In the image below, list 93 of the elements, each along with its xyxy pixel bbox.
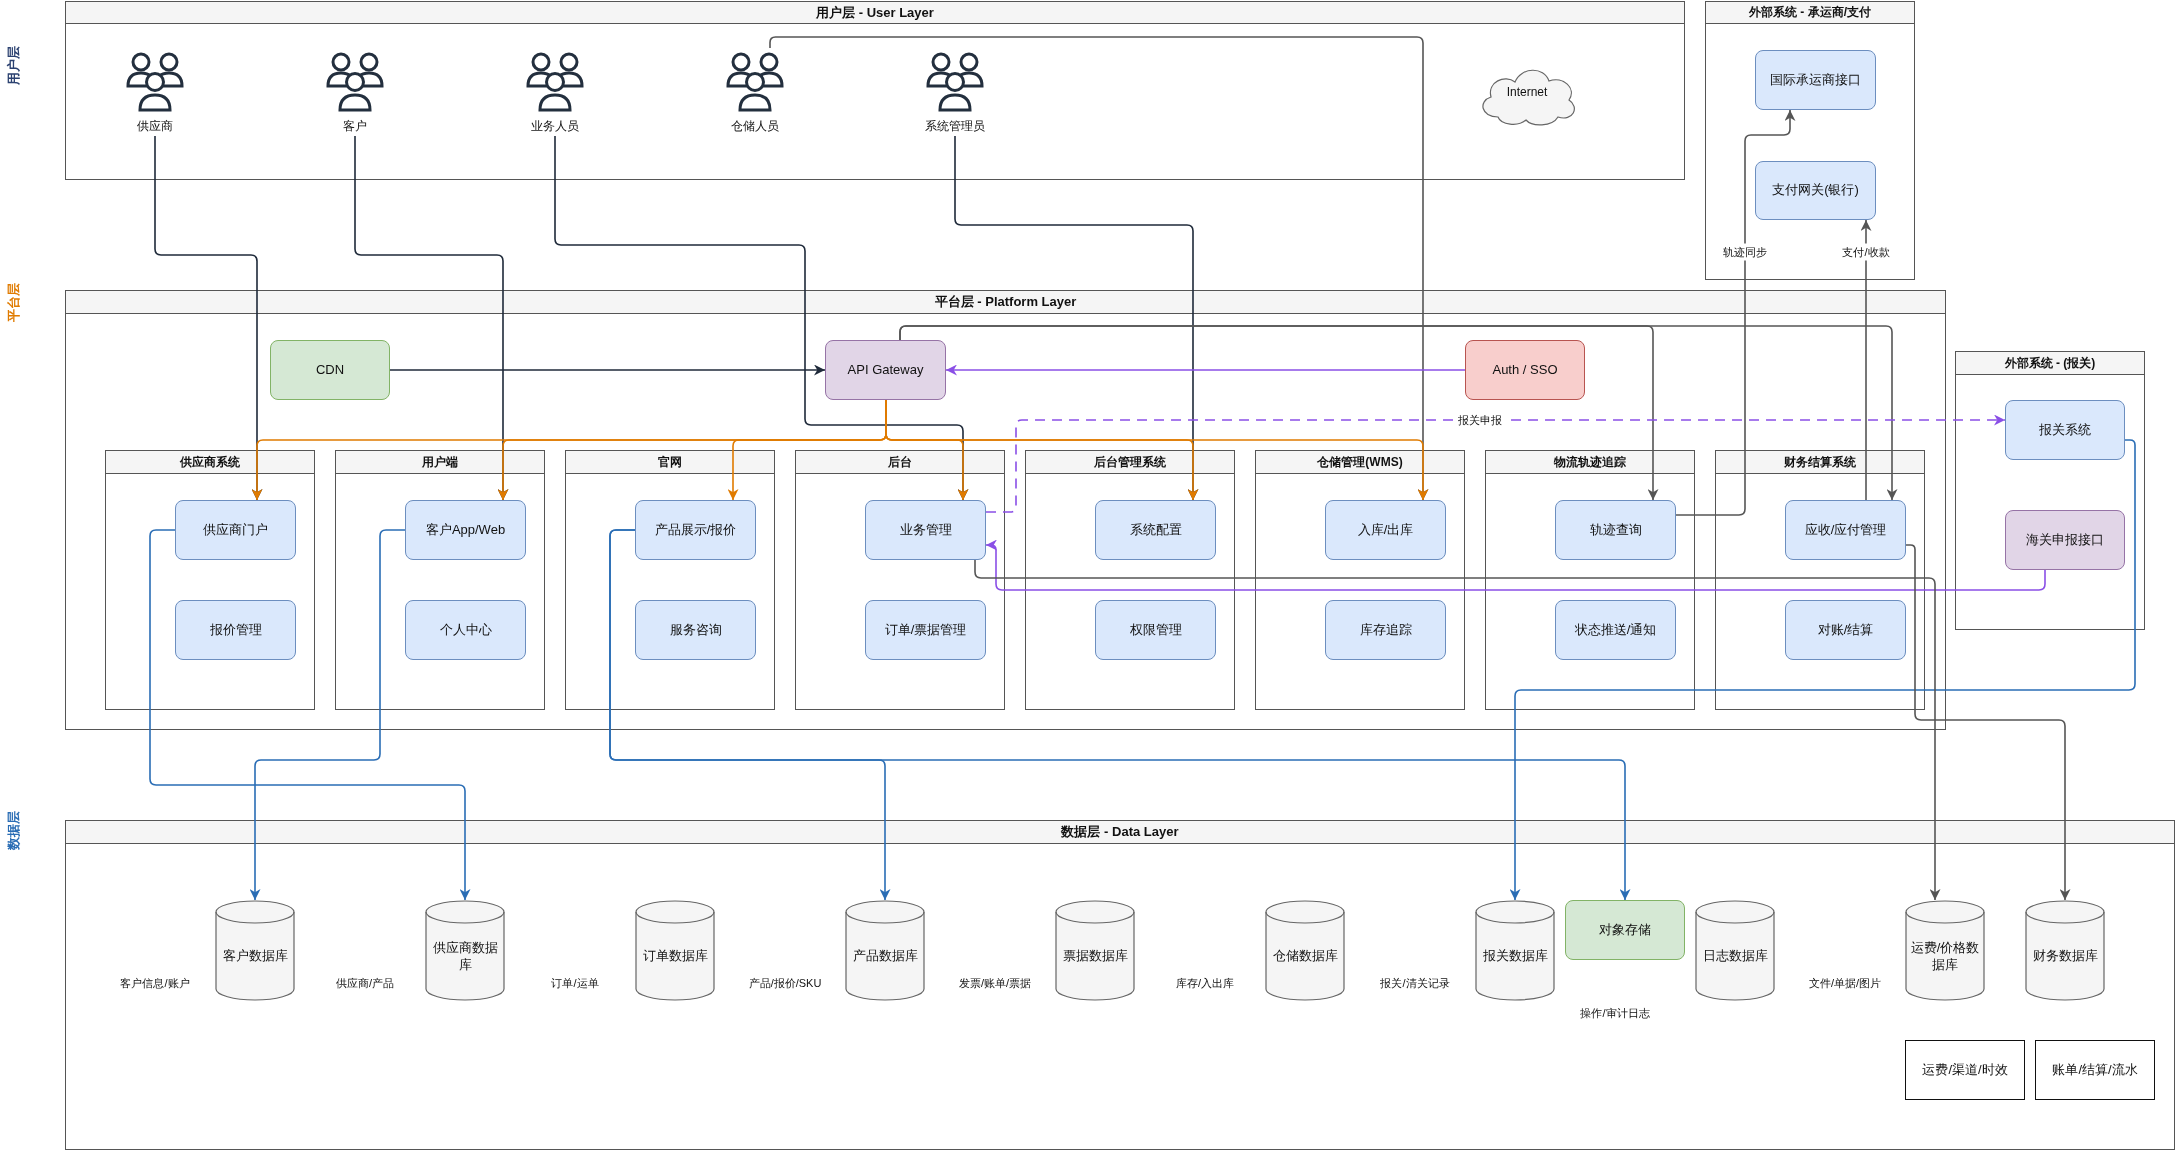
- layer-panel: [65, 820, 2175, 1150]
- annotation-text: 报关/清关记录: [1380, 975, 1450, 991]
- arrow: [1905, 544, 2071, 901]
- arrow: [1675, 109, 1796, 516]
- person-label: 仓储人员: [730, 118, 780, 135]
- panel-header: 仓储管理(WMS): [1256, 451, 1464, 474]
- module-panel: [795, 450, 1005, 710]
- person-label: 客户: [342, 118, 368, 135]
- panel-header: 外部系统 - 承运商/支付: [1706, 2, 1914, 24]
- service-box: Auth / SSO: [1465, 340, 1585, 400]
- module-box: 个人中心: [405, 600, 526, 660]
- module-box: 供应商门户: [175, 500, 296, 560]
- module-box: 订单/票据管理: [865, 600, 986, 660]
- panel-header: 外部系统 - (报关): [1956, 352, 2144, 375]
- panel-header: 数据层 - Data Layer: [66, 821, 2174, 844]
- edge-label: 报关申报: [1455, 411, 1505, 429]
- annotation-text: 供应商/产品: [335, 975, 395, 991]
- panel-header: 物流轨迹追踪: [1486, 451, 1694, 474]
- annotation-text: 发票/账单/票据: [958, 975, 1032, 991]
- module-box: 报价管理: [175, 600, 296, 660]
- interface-box: 国际承运商接口: [1755, 50, 1876, 110]
- storage-box: 对象存储: [1565, 900, 1685, 960]
- layer-label: 平台层: [5, 282, 22, 322]
- module-panel: [1255, 450, 1465, 710]
- module-box: 状态推送/通知: [1555, 600, 1676, 660]
- annotation-text: 文件/单据/图片: [1808, 975, 1882, 991]
- panel-header: 后台: [796, 451, 1004, 474]
- system-panel: [1955, 351, 2145, 630]
- annotation-text: 库存/入出库: [1175, 975, 1235, 991]
- annotation-text: 客户信息/账户: [120, 975, 190, 991]
- person-label: 业务人员: [530, 118, 580, 135]
- panel-header: 平台层 - Platform Layer: [66, 291, 1945, 314]
- module-box: 产品展示/报价: [635, 500, 756, 560]
- annotation-text: 产品/报价/SKU: [748, 975, 822, 991]
- arrow: [1860, 219, 1872, 501]
- module-panel: [1025, 450, 1235, 710]
- module-box: 系统配置: [1095, 500, 1216, 560]
- interface-box: 报关系统: [2005, 400, 2125, 460]
- panel-header: 用户端: [336, 451, 544, 474]
- module-panel: [105, 450, 315, 710]
- module-box: 对账/结算: [1785, 600, 1906, 660]
- database-cylinder: 报关数据库: [1475, 900, 1555, 1001]
- module-panel: [335, 450, 545, 710]
- module-box: 权限管理: [1095, 600, 1216, 660]
- layer-label: 用户层: [5, 45, 22, 85]
- interface-box: 海关申报接口: [2005, 510, 2125, 570]
- panel-header: 供应商系统: [106, 451, 314, 474]
- database-cylinder: 运费/价格数据库: [1905, 900, 1985, 1001]
- edge-label: 轨迹同步: [1720, 243, 1770, 261]
- arrow: [389, 364, 826, 376]
- database-cylinder: 供应商数据库: [425, 900, 505, 1001]
- database-cylinder: 产品数据库: [845, 900, 925, 1001]
- module-box: 业务管理: [865, 500, 986, 560]
- arrow: [945, 364, 1466, 376]
- module-panel: [1715, 450, 1925, 710]
- database-cylinder: 仓储数据库: [1265, 900, 1345, 1001]
- arrow: [985, 414, 2006, 513]
- service-box: API Gateway: [825, 340, 946, 400]
- database-cylinder: 票据数据库: [1055, 900, 1135, 1001]
- module-box: 服务咨询: [635, 600, 756, 660]
- arrow: [899, 325, 1898, 501]
- module-box: 入库/出库: [1325, 500, 1446, 560]
- module-panel: [1485, 450, 1695, 710]
- interface-box: 支付网关(银行): [1755, 161, 1876, 220]
- edge-label: 支付/收款: [1839, 243, 1893, 261]
- arrow: [985, 539, 2046, 591]
- layer-panel: [65, 290, 1946, 730]
- system-panel: [1705, 1, 1915, 280]
- database-cylinder: 财务数据库: [2025, 900, 2105, 1001]
- layer-panel: [65, 1, 1685, 180]
- panel-header: 官网: [566, 451, 774, 474]
- module-panel: [565, 450, 775, 710]
- module-box: 应收/应付管理: [1785, 500, 1906, 560]
- panel-header: 后台管理系统: [1026, 451, 1234, 474]
- module-box: 库存追踪: [1325, 600, 1446, 660]
- note-box: 运费/渠道/时效: [1905, 1040, 2025, 1100]
- person-label: 供应商: [136, 118, 174, 135]
- database-cylinder: 日志数据库: [1695, 900, 1775, 1001]
- arrow: [974, 559, 1941, 901]
- annotation-text: 操作/审计日志: [1580, 1005, 1650, 1021]
- note-box: 账单/结算/流水: [2035, 1040, 2155, 1100]
- layer-label: 数据层: [5, 810, 22, 850]
- annotation-text: 订单/运单: [551, 975, 599, 991]
- module-box: 客户App/Web: [405, 500, 526, 560]
- arrow: [609, 529, 1631, 901]
- person-label: 系统管理员: [924, 118, 986, 135]
- panel-header: 财务结算系统: [1716, 451, 1924, 474]
- panel-header: 用户层 - User Layer: [66, 2, 1684, 24]
- arrow: [1509, 439, 2136, 901]
- service-box: CDN: [270, 340, 390, 400]
- module-box: 轨迹查询: [1555, 500, 1676, 560]
- database-cylinder: 客户数据库: [215, 900, 295, 1001]
- database-cylinder: 订单数据库: [635, 900, 715, 1001]
